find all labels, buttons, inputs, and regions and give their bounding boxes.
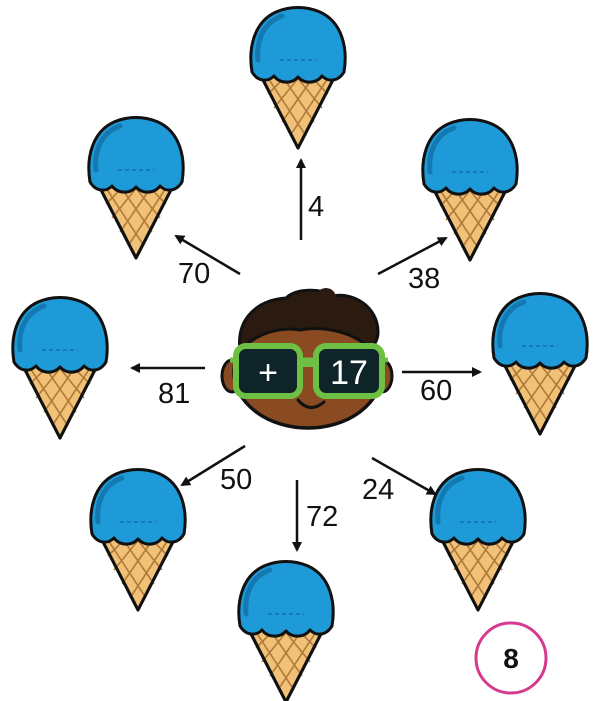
ice-cream-cone-icon	[239, 562, 333, 701]
ice-cream-cone-icon	[13, 298, 107, 439]
number-label: 24	[362, 474, 394, 506]
number-label: 60	[420, 375, 452, 407]
number-label: 50	[220, 464, 252, 496]
number-label: 72	[306, 501, 338, 533]
ice-cream-cone-icon	[431, 470, 525, 611]
number-label: 81	[158, 378, 190, 410]
number-label: 70	[178, 258, 210, 290]
number-label: 38	[408, 263, 440, 295]
ice-cream-cone-icon	[251, 8, 345, 149]
operator-label: +	[258, 354, 278, 392]
ice-cream-cone-icon	[423, 120, 517, 261]
ice-cream-cone-icon	[493, 294, 587, 435]
ice-cream-cone-icon	[91, 470, 185, 611]
number-label: 4	[308, 191, 324, 223]
page-number: 8	[503, 643, 519, 674]
ice-cream-cone-icon	[89, 118, 183, 259]
addend-label: 17	[330, 354, 368, 392]
